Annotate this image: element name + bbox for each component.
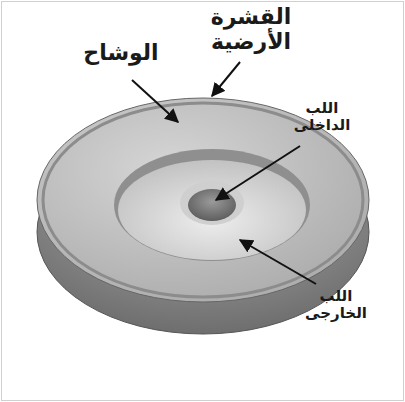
part-label: اللب الداخلى <box>282 100 362 135</box>
part-label: الوشاح <box>62 40 180 65</box>
leader-arrow <box>212 62 240 96</box>
cut-wall <box>114 149 310 261</box>
part-label: اللب الخارجى <box>296 288 376 323</box>
mantle-surface <box>37 98 369 302</box>
leader-arrow <box>216 146 300 200</box>
leader-arrow <box>132 80 178 122</box>
inner-core <box>188 189 236 221</box>
leader-arrow <box>240 240 316 284</box>
part-label: القشرة الأرضية <box>196 4 306 55</box>
outer-core <box>118 160 306 260</box>
